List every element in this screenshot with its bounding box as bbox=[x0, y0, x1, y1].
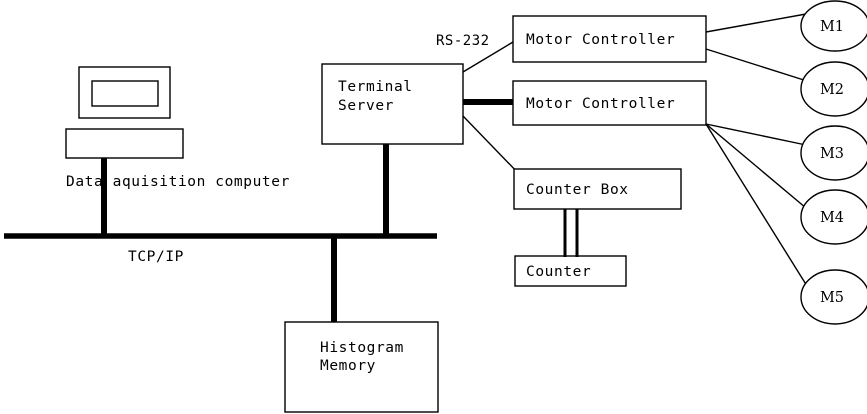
motor-m4-node bbox=[800, 189, 867, 245]
motor-m3-label: M3 bbox=[820, 146, 844, 162]
histogram-memory-label-line2: Memory bbox=[320, 358, 376, 374]
motor-m4-label: M4 bbox=[820, 210, 844, 226]
link-motor-controller-2-to-m4 bbox=[705, 123, 807, 209]
motor-m5-label: M5 bbox=[820, 290, 844, 306]
terminal-server-label-line2: Server bbox=[338, 98, 394, 114]
motor-controller-1-box bbox=[512, 15, 707, 63]
crt-screen-icon bbox=[91, 80, 159, 107]
motor-m2-label: M2 bbox=[820, 82, 844, 98]
motor-controller-2-box bbox=[512, 80, 707, 126]
computer-label: Data aquisition computer bbox=[66, 174, 290, 190]
counter-box-box bbox=[513, 168, 682, 210]
counter-box-label: Counter Box bbox=[526, 182, 629, 198]
rs232-label: RS-232 bbox=[436, 33, 490, 49]
link-motor-controller-1-to-m1 bbox=[705, 13, 807, 33]
motor-m1-node bbox=[800, 0, 867, 52]
counter-label: Counter bbox=[526, 264, 591, 280]
link-motor-controller-2-to-m3 bbox=[705, 123, 807, 146]
link-motor-controller-1-to-m2 bbox=[705, 48, 808, 82]
terminal-server-box bbox=[321, 63, 464, 145]
computer-base-icon bbox=[65, 128, 184, 159]
link-terminal-server-to-motor-controller-1 bbox=[462, 41, 514, 73]
terminal-server-label-line1: Terminal bbox=[338, 79, 413, 95]
motor-m1-label: M1 bbox=[820, 19, 844, 35]
counter-box bbox=[514, 255, 627, 287]
link-terminal-server-to-counter-box bbox=[462, 115, 522, 177]
motor-m3-node bbox=[800, 125, 867, 181]
histogram-memory-box bbox=[284, 321, 439, 413]
motor-m2-node bbox=[800, 61, 867, 117]
tcpip-bus-label: TCP/IP bbox=[128, 249, 184, 265]
motor-controller-2-label: Motor Controller bbox=[526, 96, 675, 112]
motor-m5-node bbox=[800, 269, 867, 325]
motor-controller-1-label: Motor Controller bbox=[526, 32, 675, 48]
histogram-memory-label-line1: Histogram bbox=[320, 340, 404, 356]
link-motor-controller-2-to-m5 bbox=[705, 123, 808, 287]
